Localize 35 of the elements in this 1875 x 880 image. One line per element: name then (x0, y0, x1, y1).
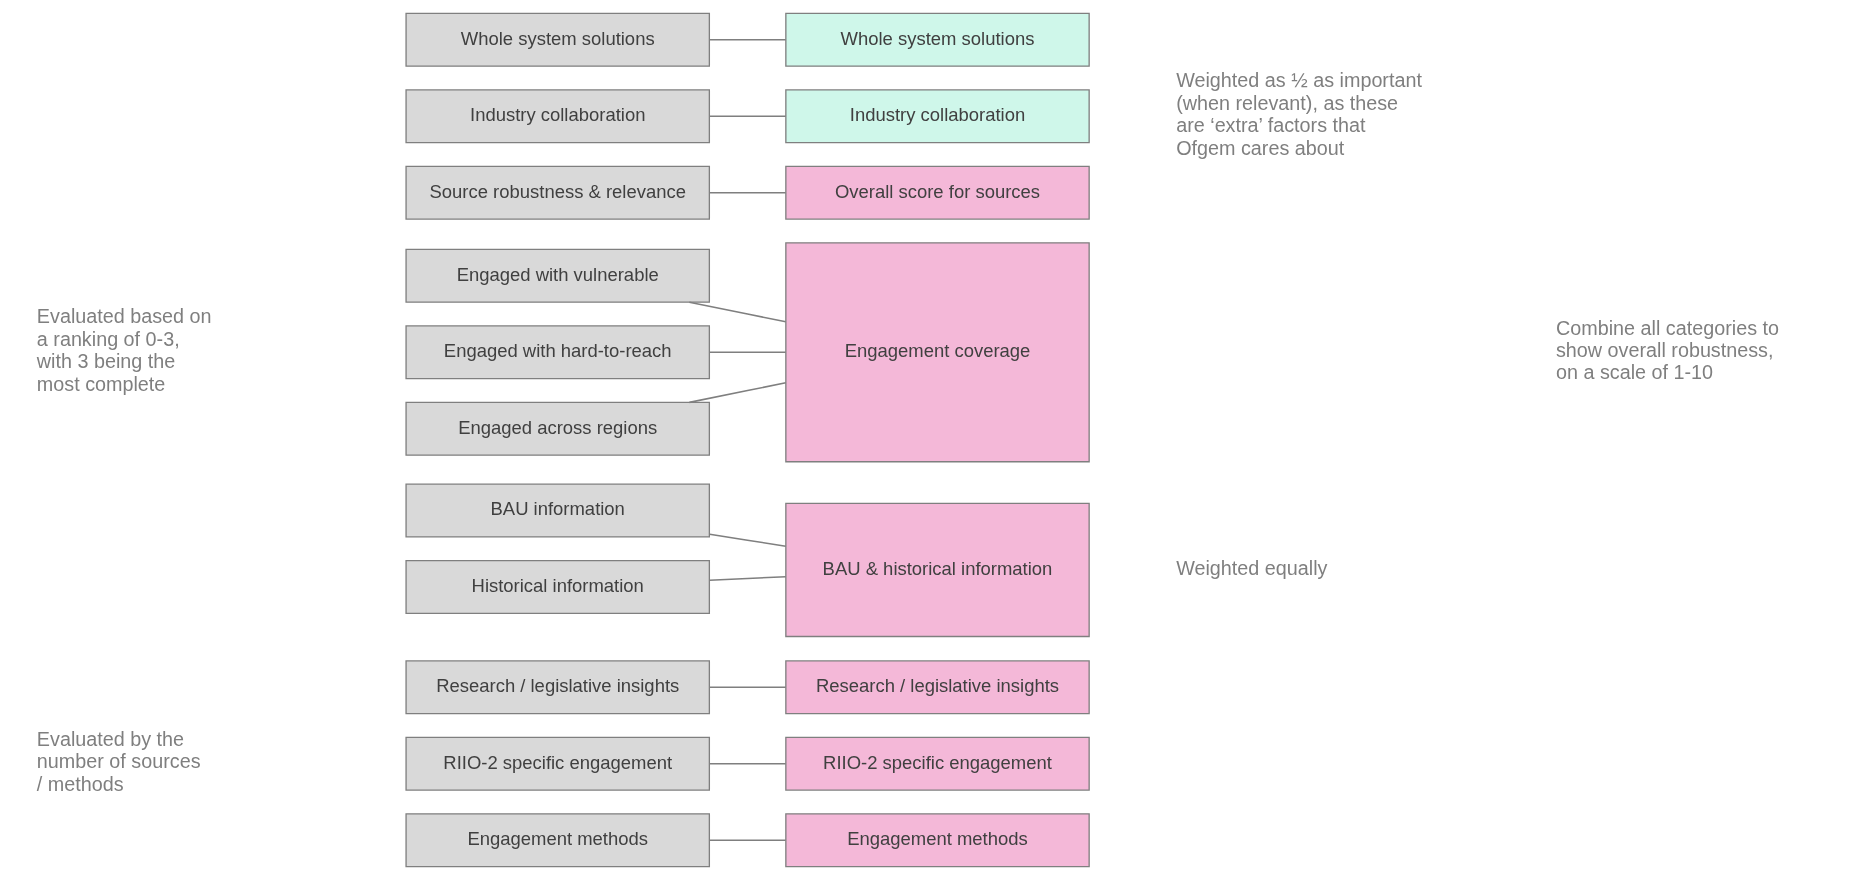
label: Evaluated based on a ranking of 0-3, with 3 being the most complete (36, 305, 212, 395)
connector (688, 301, 787, 323)
node-box: Industry collaboration (785, 89, 1090, 144)
node-box: Whole system solutions (405, 12, 710, 67)
connector (708, 191, 787, 194)
node-box: Engagement methods (785, 813, 1090, 868)
connector (708, 762, 787, 765)
node-box: BAU information (405, 483, 710, 538)
connector (708, 351, 787, 354)
node-box: Industry collaboration (405, 89, 710, 144)
node-box: Research / legislative insights (405, 660, 710, 715)
node-box: Engaged across regions (405, 401, 710, 456)
connector (688, 382, 787, 404)
node-box: Engaged with vulnerable (405, 248, 710, 303)
connector (708, 533, 787, 547)
connector (708, 575, 787, 581)
label: Weighted equally (1176, 556, 1328, 579)
connector (708, 839, 787, 841)
connector (708, 39, 787, 41)
node-box: RIIO-2 specific engagement (405, 736, 710, 791)
node-box: Historical information (405, 560, 710, 615)
node-box: Engagement coverage (785, 242, 1090, 463)
node-box: Whole system solutions (785, 12, 1090, 67)
label: Weighted as ½ as important (when relevant), as these are ‘extra’ factors that Ofgem cares about (1176, 69, 1422, 159)
node-box: Source robustness & relevance (405, 165, 710, 220)
node-box: Research / legislative insights (785, 660, 1090, 715)
node-box: Overall score for sources (785, 165, 1090, 220)
node-box: Engagement methods (405, 813, 710, 868)
node-box: RIIO-2 specific engagement (785, 736, 1090, 791)
node-box: Engaged with hard-to-reach (405, 325, 710, 380)
label: Evaluated by the number of sources / methods (36, 727, 201, 795)
node-box: BAU & historical information (785, 502, 1090, 638)
connector (708, 686, 787, 689)
connector (708, 115, 787, 118)
label: Combine all categories to show overall robustness, on a scale of 1-10 (1555, 316, 1779, 384)
